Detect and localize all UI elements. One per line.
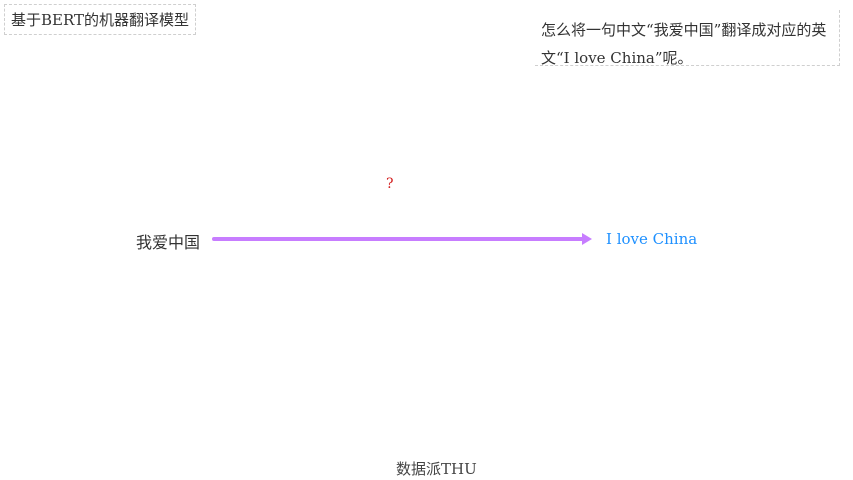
question-text: 怎么将一句中文“我爱中国”翻译成对应的英文“I love China”呢。: [535, 10, 840, 67]
translation-arrow: [212, 233, 592, 245]
slide-title: 基于BERT的机器翻译模型: [4, 4, 197, 35]
arrow-head: [582, 233, 592, 245]
question-mark: ?: [386, 176, 394, 192]
source-sentence: 我爱中国: [136, 233, 201, 252]
speaker-caption: 数据派THU: [396, 460, 477, 478]
target-sentence: I love China: [606, 230, 698, 248]
